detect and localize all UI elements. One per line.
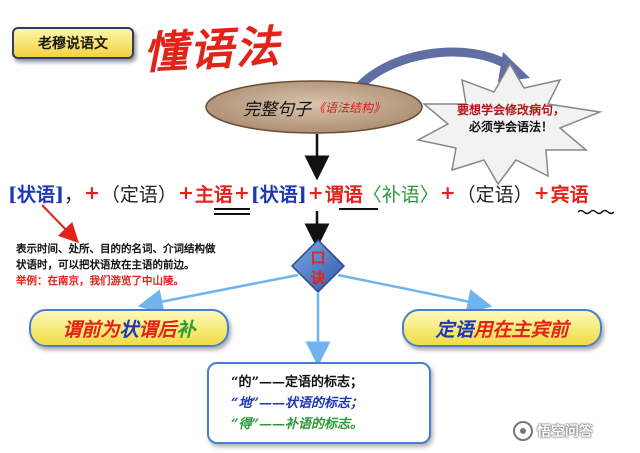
marks-de-rest: ——定语的标志；	[258, 375, 363, 390]
formula-weiyu: 谓语	[324, 183, 363, 206]
burst-text: 要想学会修改病句， 必须学会语法！	[446, 102, 576, 136]
formula-zhuyu: 主语	[194, 183, 233, 206]
rule-right-part-1: 定语	[435, 318, 474, 341]
explanation-example: 举例：在南京，我们游览了中山陵。	[16, 275, 184, 287]
marks-row-dei: “得”——补语的标志。	[231, 414, 429, 435]
formula-plus-6: +	[533, 182, 550, 204]
formula-plus-2: +	[177, 182, 194, 204]
arrow-to-right-rule	[337, 273, 493, 314]
core-note: 《语法结构》	[312, 100, 385, 115]
marks-dei-word: “得”	[231, 417, 259, 432]
formula-zhuangyu-2: [状语]	[250, 183, 307, 206]
curved-arrow	[347, 47, 517, 101]
formula-zhuangyu-1: [状语]	[8, 183, 64, 206]
zhuangyu-explanation: 表示时间、处所、目的的名词、介词结构做 状语时，可以把状语放在主语的前边。 举例…	[16, 241, 256, 289]
marks-row-di: “地”——状语的标志；	[231, 393, 429, 414]
marks-di-word: “地”	[231, 396, 259, 411]
marks-dei-rest: ——补语的标志。	[258, 417, 363, 432]
watermark: 悟空问答	[513, 421, 593, 441]
core-main: 完整句子	[242, 99, 311, 120]
rule-left-part-2: 状	[119, 318, 139, 341]
binyu-wave	[577, 209, 615, 215]
formula-plus-3: +	[233, 182, 250, 204]
burst-line-1: 要想学会修改病句，	[456, 103, 565, 117]
formula-binyu: 宾语	[550, 183, 589, 206]
watermark-icon	[513, 421, 533, 441]
formula-dingyu-2: （定语）	[456, 183, 533, 206]
page-title: 懂语法	[141, 21, 283, 80]
burst-line-2: 必须学会语法！	[468, 120, 553, 134]
formula-dingyu-1: （定语）	[100, 183, 177, 206]
marks-row-de: “的”——定语的标志；	[231, 372, 429, 393]
formula-plus-4: +	[307, 182, 324, 204]
core-label: 完整句子《语法结构》	[214, 93, 414, 121]
koujue-char-1: 口	[310, 249, 326, 267]
formula-buyu: 〈补语〉	[362, 183, 439, 206]
koujue-label: 口 诀	[295, 248, 341, 288]
rule-right-box: 定语用在主宾前	[402, 309, 602, 347]
rule-left-part-1: 谓前为	[62, 318, 120, 341]
rule-right-part-2: 用在主宾前	[473, 318, 569, 341]
explanation-line-2: 状语时，可以把状语放在主语的前边。	[16, 259, 195, 271]
koujue-char-2: 诀	[310, 269, 326, 287]
explanation-line-1: 表示时间、处所、目的的名词、介词结构做	[16, 243, 216, 255]
rule-left-part-3: 谓后	[138, 318, 177, 341]
sentence-formula: [状语] ， + （定语） + 主语 + [状语] + 谓语 〈补语〉 + （定…	[8, 177, 638, 209]
rule-left-part-4: 补	[176, 318, 196, 341]
starburst-shape	[415, 62, 603, 186]
formula-plus-1: +	[84, 182, 100, 204]
header-label: 老穆说语文	[12, 27, 134, 59]
red-arrow	[41, 204, 79, 244]
formula-plus-5: +	[439, 182, 456, 204]
core-ellipse	[205, 80, 423, 134]
rule-left-box: 谓前为状谓后补	[29, 309, 229, 347]
watermark-text: 悟空问答	[537, 424, 593, 440]
particle-marks-box: “的”——定语的标志； “地”——状语的标志； “得”——补语的标志。	[207, 362, 431, 444]
arrow-to-left-rule	[137, 273, 299, 314]
formula-comma: ，	[63, 183, 83, 206]
marks-de-word: “的”	[231, 375, 259, 390]
marks-di-rest: ——状语的标志；	[258, 396, 363, 411]
